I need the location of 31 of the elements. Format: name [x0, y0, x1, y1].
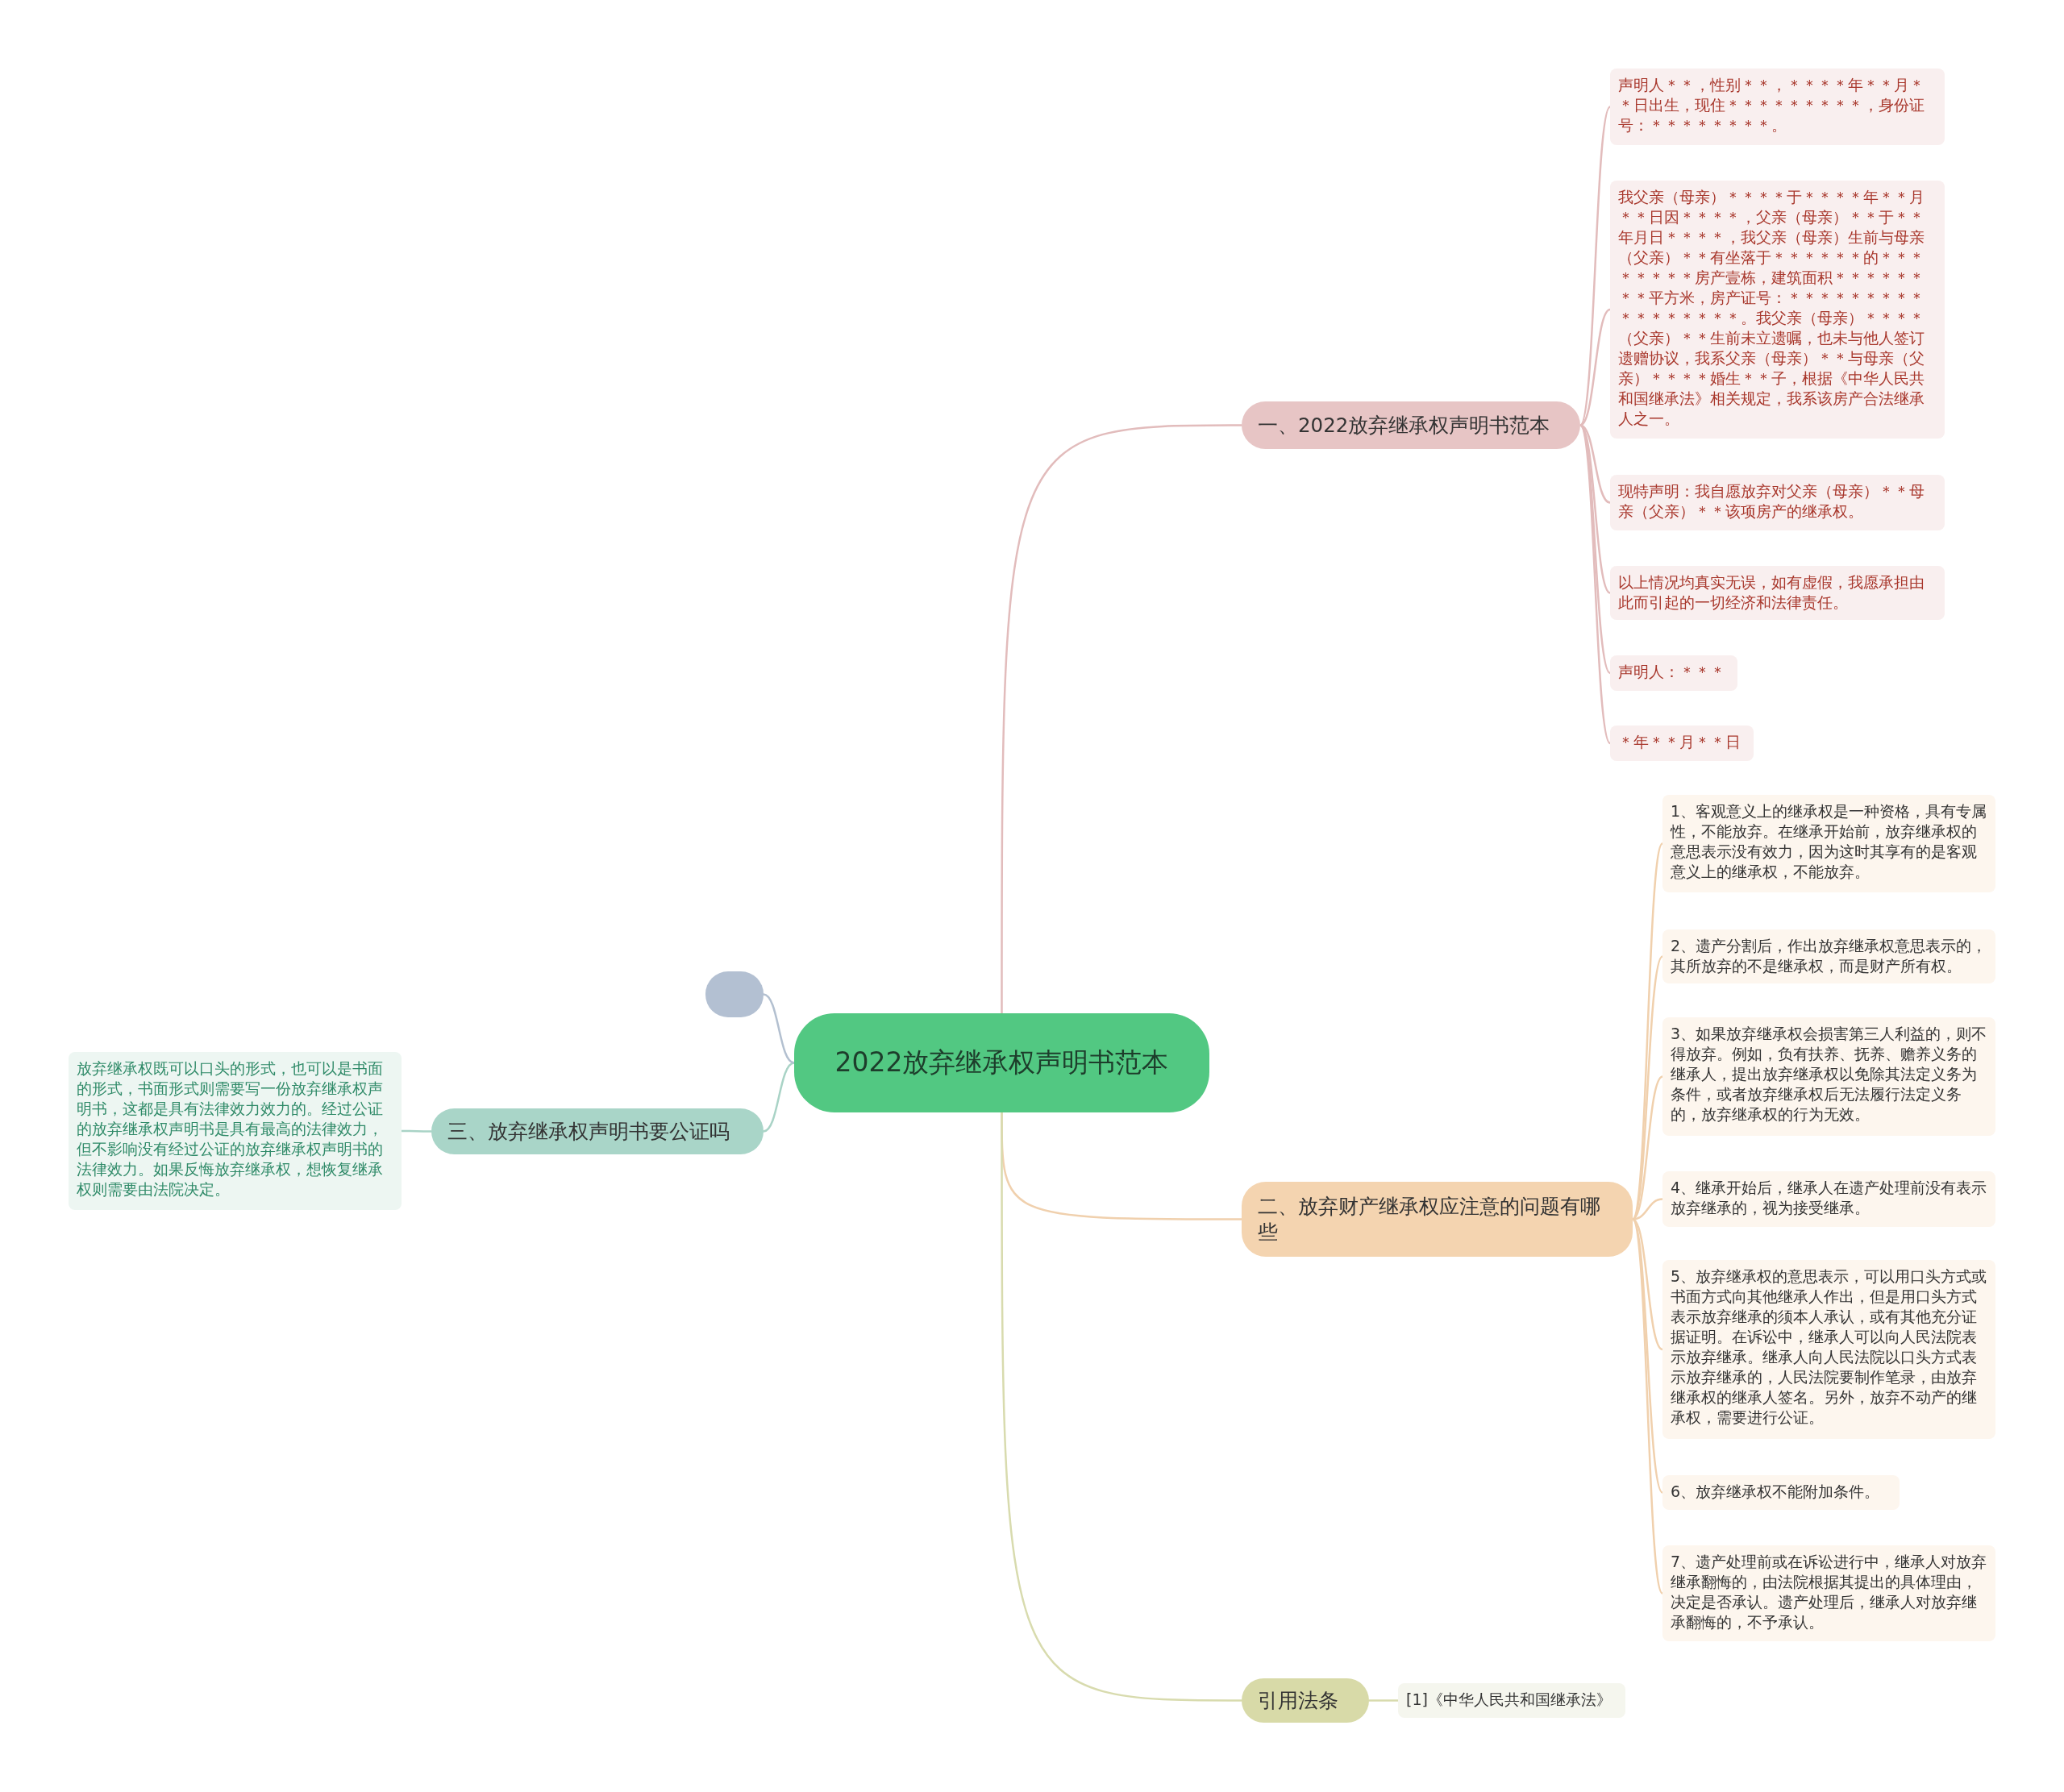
note-box: 2、遗产分割后，作出放弃继承权意思表示的，其所放弃的不是继承权，而是财产所有权。 [1662, 929, 1995, 983]
central-topic: 2022放弃继承权声明书范本 [794, 1013, 1209, 1112]
note-box: 我父亲（母亲）＊＊＊＊于＊＊＊＊年＊＊月＊＊日因＊＊＊＊，父亲（母亲）＊＊于＊＊年月日＊＊＊＊，我父亲（母亲）生前与母亲（父亲）＊＊有坐落于＊＊＊＊＊＊的＊＊＊＊＊＊＊＊房产壹栋，建筑面积＊＊＊＊＊＊＊＊平方米，房产证号：＊＊＊＊＊＊＊＊＊＊＊＊＊＊＊＊＊。我父亲（母亲）＊＊＊＊（父亲）＊＊生前未立遗嘱，也未与他人签订遗赠协议，我系父亲（母亲）＊＊与母亲（父亲）＊＊＊＊婚生＊＊子，根据《中华人民共和国继承法》相关规定，我系该房产合法继承人之一。 [1610, 181, 1945, 439]
connector-line [1369, 1699, 1398, 1702]
connector-line [1001, 1112, 1242, 1702]
branch-topic: 引用法条 [1242, 1678, 1369, 1723]
empty-topic [705, 971, 764, 1017]
connector-line [402, 1129, 431, 1133]
connector-line [1632, 1218, 1663, 1350]
note-box: 3、如果放弃继承权会损害第三人利益的，则不得放弃。例如，负有扶养、抚养、赡养义务的继承人，提出放弃继承权以免除其法定义务为条件，或者放弃继承权后无法履行法定义务的，放弃继承权的行为无效。 [1662, 1017, 1995, 1136]
branch-topic: 二、放弃财产继承权应注意的问题有哪些 [1242, 1182, 1633, 1257]
connector-line [1579, 308, 1611, 426]
note-box: [1]《中华人民共和国继承法》 [1398, 1683, 1625, 1718]
note-box: 7、遗产处理前或在诉讼进行中，继承人对放弃继承翻悔的，由法院根据其提出的具体理由，决定是否承认。遗产处理后，继承人对放弃继承翻悔的，不予承认。 [1662, 1545, 1995, 1641]
connector-line [763, 1062, 795, 1133]
branch-topic: 三、放弃继承权声明书要公证吗 [431, 1108, 764, 1154]
connector-line [1579, 106, 1612, 426]
note-box: 6、放弃继承权不能附加条件。 [1662, 1475, 1900, 1510]
connector-line [1631, 1218, 1664, 1595]
note-box: 以上情况均真实无误，如有虚假，我愿承担由此而引起的一切经济和法律责任。 [1610, 566, 1945, 620]
branch-topic: 一、2022放弃继承权声明书范本 [1242, 401, 1580, 449]
note-box: 放弃继承权既可以口头的形式，也可以是书面的形式，书面形式则需要写一份放弃继承权声明书，这都是具有法律效力效力的。经过公证的放弃继承权声明书是具有最高的法律效力，但不影响没有经过公证的放弃继承权声明书的法律效力。如果反悔放弃继承权，想恢复继承权则需要由法院决定。 [69, 1052, 402, 1210]
note-box: 现特声明：我自愿放弃对父亲（母亲）＊＊母亲（父亲）＊＊该项房产的继承权。 [1610, 475, 1945, 530]
note-box: 5、放弃继承权的意思表示，可以用口头方式或书面方式向其他继承人作出，但是用口头方式表示放弃继承的须本人承认，或有其他充分证据证明。在诉讼中，继承人可以向人民法院表示放弃继承。继承人向人民法院以口头方式表示放弃继承的，人民法院要制作笔录，由放弃继承权的继承人签名。另外，放弃不动产的继承权，需要进行公证。 [1662, 1260, 1995, 1439]
note-box: ＊年＊＊月＊＊日 [1610, 726, 1754, 761]
connector-line [1001, 424, 1242, 1013]
note-box: 声明人：＊＊＊ [1610, 655, 1737, 691]
connector-line [763, 993, 795, 1064]
note-box: 1、客观意义上的继承权是一种资格，具有专属性，不能放弃。在继承开始前，放弃继承权的意思表示没有效力，因为这时其享有的是客观意义上的继承权，不能放弃。 [1662, 795, 1995, 892]
note-box: 4、继承开始后，继承人在遗产处理前没有表示放弃继承的，视为接受继承。 [1662, 1171, 1995, 1227]
note-box: 声明人＊＊，性别＊＊，＊＊＊＊年＊＊月＊＊日出生，现住＊＊＊＊＊＊＊＊＊，身份证号：＊＊＊＊＊＊＊＊。 [1610, 69, 1945, 145]
